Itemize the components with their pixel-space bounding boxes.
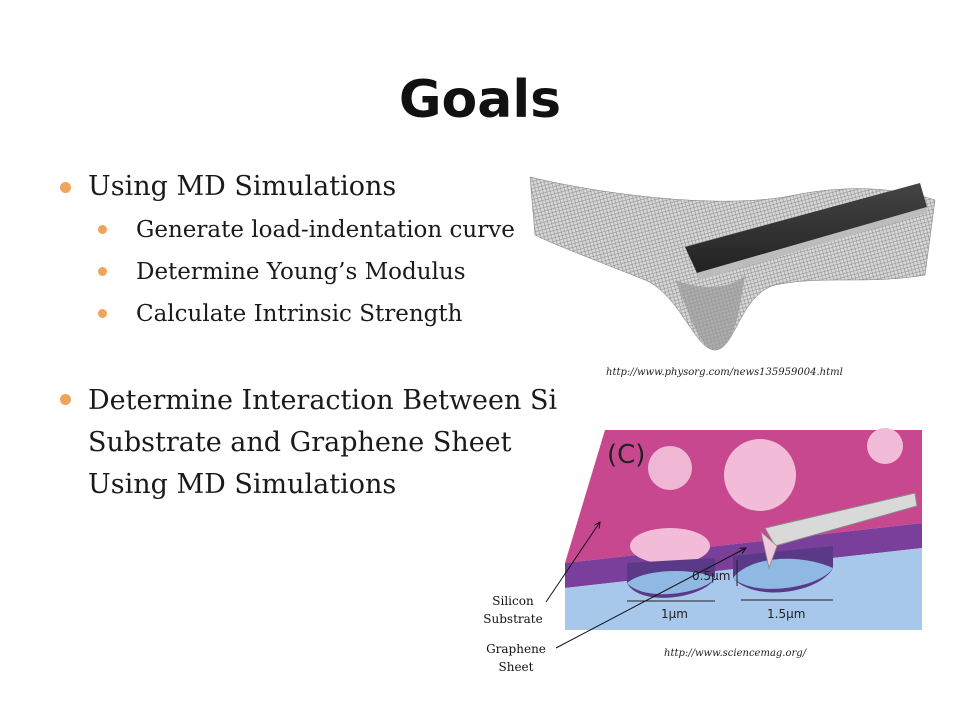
callout-graphene-sheet: Graphene Sheet <box>486 642 546 674</box>
figure2-width15-label: 1.5μm <box>767 607 805 621</box>
callout-arrows <box>545 510 770 649</box>
graphene-indentation-figure <box>529 176 936 351</box>
bullet-interaction: Determine Interaction Between Si Substra… <box>60 380 568 506</box>
bullet-md-simulations: Using MD Simulations <box>60 168 570 206</box>
figure2-depth-label: 0.5μm <box>692 569 730 583</box>
sub-bullet-intrinsic-strength: Calculate Intrinsic Strength <box>98 300 570 328</box>
substrate-schematic-figure: (C) 0.5μm 1μm 1.5μm <box>565 428 922 630</box>
sub-bullet-load-curve: Generate load-indentation curve <box>98 216 570 244</box>
bullet-list: Using MD Simulations Generate load-inden… <box>60 168 570 506</box>
slide-title: Goals <box>398 70 562 130</box>
callout-silicon-substrate: Silicon Substrate <box>483 594 543 626</box>
figure2-source-url: http://www.sciencemag.org/ <box>664 648 807 659</box>
figure1-source-url: http://www.physorg.com/news135959004.htm… <box>606 367 843 378</box>
sub-bullet-youngs-modulus: Determine Young’s Modulus <box>98 258 570 286</box>
figure2-width1-label: 1μm <box>661 607 688 621</box>
figure2-label-c: (C) <box>607 440 645 470</box>
